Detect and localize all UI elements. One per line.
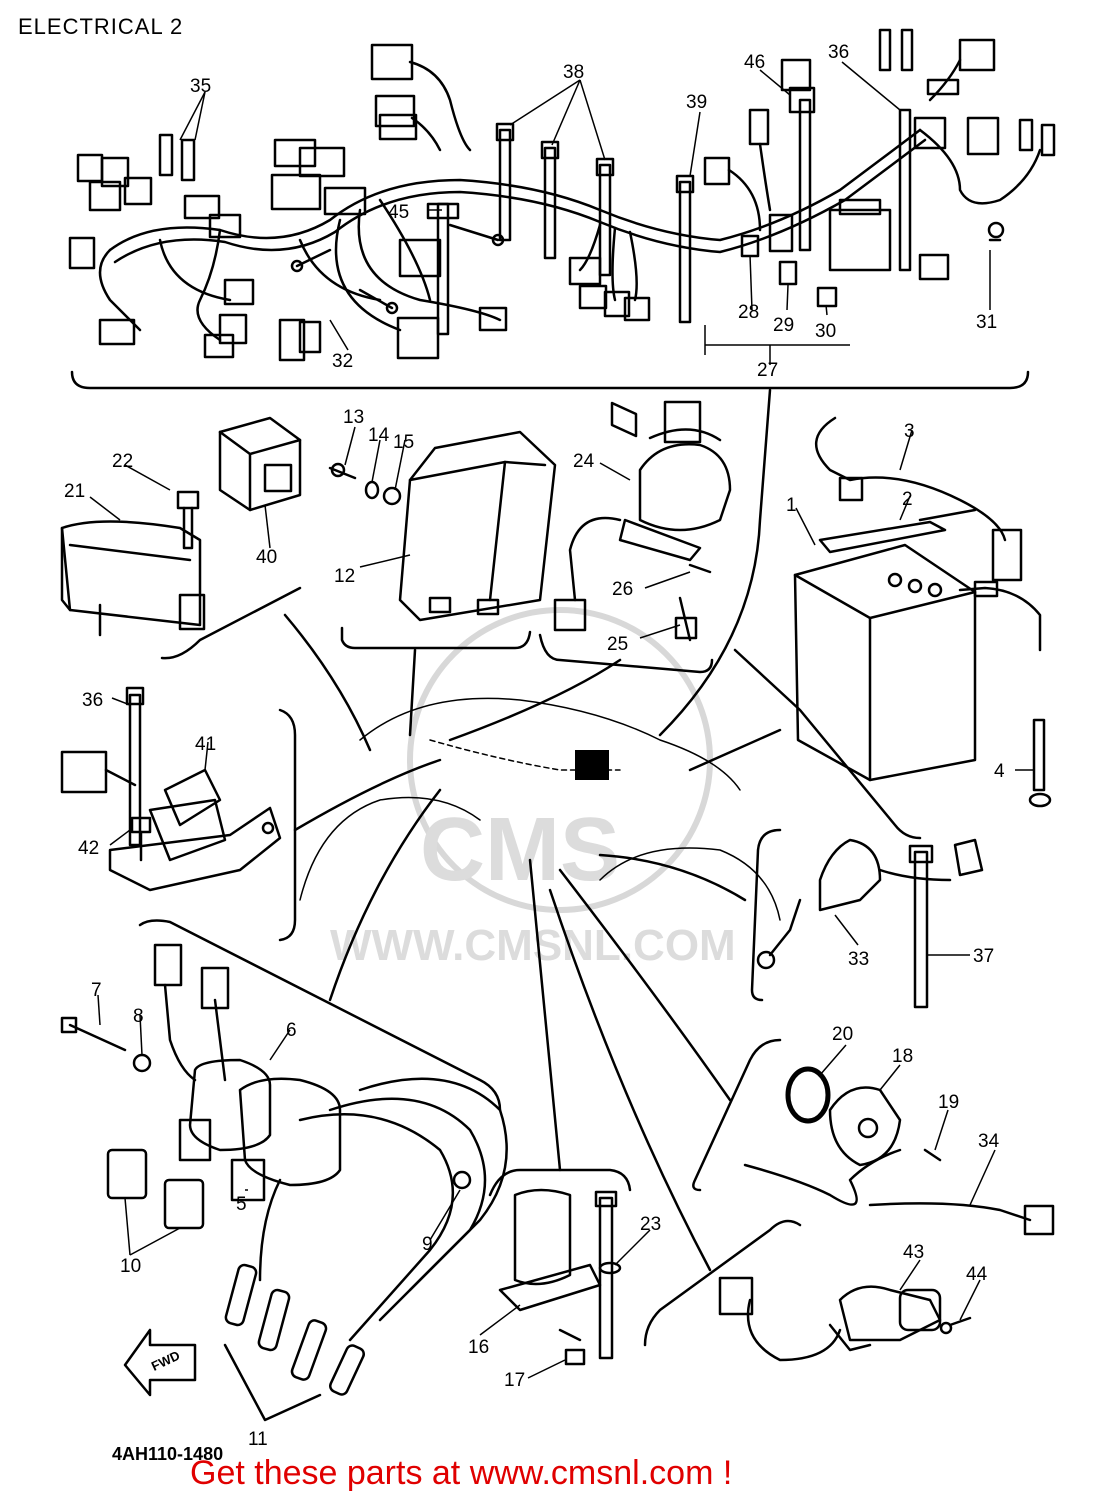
callout-numbers: 35 38 39 46 36 45 28 29 30 31 32 27 13 1… [64,42,1005,1450]
callout-3: 3 [904,421,915,442]
callout-38: 38 [563,62,584,83]
callout-17: 17 [504,1370,525,1391]
leader-lines [283,388,782,1272]
harness-trunk [108,128,922,252]
callout-25: 25 [607,634,628,655]
callout-12: 12 [334,566,355,587]
callout-4: 4 [994,761,1005,782]
diagram-title: ELECTRICAL 2 [18,14,184,39]
callout-36-left: 36 [82,690,103,711]
callout-40: 40 [256,547,277,568]
starter-relay-group [488,1168,632,1366]
callout-33: 33 [848,949,869,970]
callout-2: 2 [902,489,913,510]
callout-41: 41 [195,734,216,755]
relay-unit-group [60,416,302,660]
callout-27: 27 [757,360,778,381]
watermark-logo-text: CMS [420,800,620,900]
callout-16: 16 [468,1337,489,1358]
callout-6: 6 [286,1020,297,1041]
callout-28: 28 [738,302,759,323]
callout-19: 19 [938,1092,959,1113]
harness-brace [70,370,1030,390]
callout-5: 5 [236,1194,247,1215]
wire-harness-group [68,28,1056,390]
callout-11: 11 [248,1429,268,1450]
callout-37: 37 [973,946,994,967]
callout-42: 42 [78,838,99,859]
callout-7: 7 [91,980,102,1001]
callout-21: 21 [64,481,85,502]
callout-46: 46 [744,52,765,73]
callout-9: 9 [422,1234,433,1255]
watermark-url-text: WWW.CMSNL.COM [330,921,736,970]
callout-34: 34 [978,1131,1000,1152]
callout-1: 1 [786,495,797,516]
callout-18: 18 [892,1046,913,1067]
callout-26: 26 [612,579,633,600]
callout-leaders [89,61,1035,1379]
callout-35: 35 [190,76,211,97]
callout-39: 39 [686,92,707,113]
callout-36-top: 36 [828,42,849,63]
callout-22: 22 [112,451,133,472]
callout-31: 31 [976,312,997,333]
neutral-switch-group [750,828,984,1009]
callout-32: 32 [332,351,353,372]
cdi-unit-group [328,430,557,650]
callout-15: 15 [393,432,414,453]
rectifier-group [60,686,297,942]
callout-43: 43 [903,1242,924,1263]
ignition-coil-group [60,919,508,1422]
callout-13: 13 [343,407,364,428]
battery-group [733,416,1052,840]
callout-44: 44 [966,1264,988,1285]
callout-14: 14 [368,425,390,446]
callout-45: 45 [388,202,409,223]
watermark: CMS WWW.CMSNL.COM [330,607,736,970]
diagram-code: 4AH110-1480 [112,1444,224,1464]
solenoid-group [643,1219,972,1362]
ignition-switch-group [538,400,732,674]
fwd-arrow-label: FWD [149,1348,182,1374]
callout-24: 24 [573,451,595,472]
callout-10: 10 [120,1256,141,1277]
callout-8: 8 [133,1006,144,1027]
callout-30: 30 [815,321,836,342]
callout-23: 23 [640,1214,661,1235]
motorcycle-outline [299,697,781,921]
callout-29: 29 [773,315,794,336]
callout-20: 20 [832,1024,853,1045]
footer-promo-text: Get these parts at www.cmsnl.com ! [190,1454,733,1492]
oil-sensor-group [692,1038,1055,1236]
